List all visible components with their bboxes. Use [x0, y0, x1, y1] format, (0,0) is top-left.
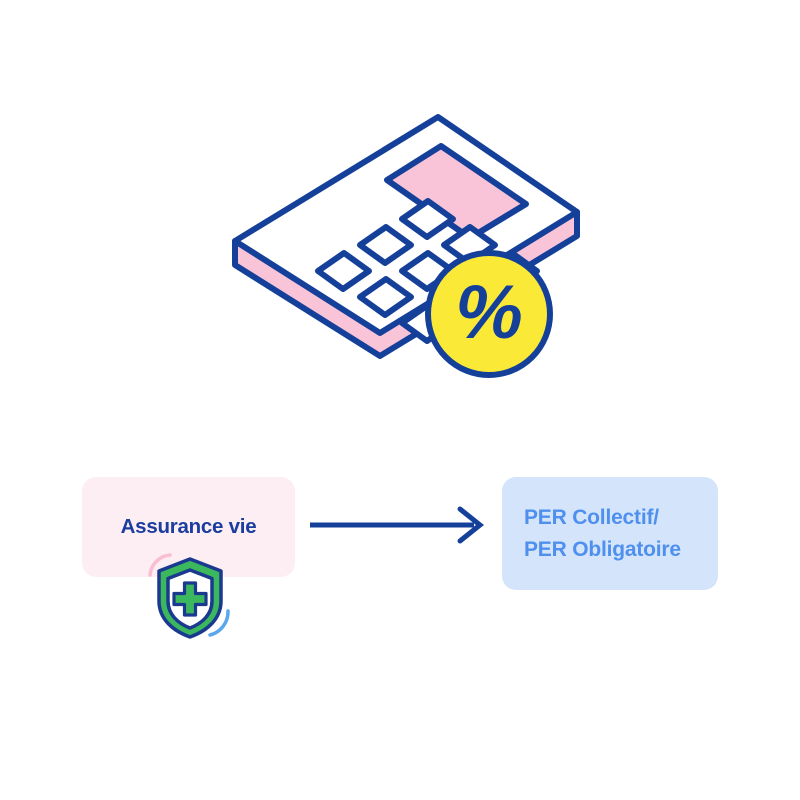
percent-glyph: % [455, 270, 523, 355]
flow-box-per-label-line1: PER Collectif/ [524, 505, 659, 529]
calculator-illustration: % [225, 105, 590, 400]
percent-badge: % [425, 250, 553, 378]
calculator-key [399, 198, 456, 240]
shield-plus-cross [172, 581, 208, 617]
shield-plus-icon [146, 551, 234, 643]
flow-box-assurance-vie[interactable]: Assurance vie [82, 477, 295, 577]
flow-box-per[interactable]: PER Collectif/ PER Obligatoire [502, 477, 718, 590]
flow-arrow-right [308, 505, 488, 547]
shield-accent-arc-bottom [208, 609, 230, 637]
flow-box-assurance-vie-label: Assurance vie [120, 515, 257, 539]
calculator-key [357, 224, 414, 266]
flow-box-per-label: PER Collectif/ PER Obligatoire [524, 502, 681, 566]
flow-box-per-label-line2: PER Obligatoire [524, 537, 681, 561]
shield-accent-arc-top [148, 553, 172, 577]
calculator-key [315, 250, 372, 292]
calculator-key [357, 276, 414, 318]
